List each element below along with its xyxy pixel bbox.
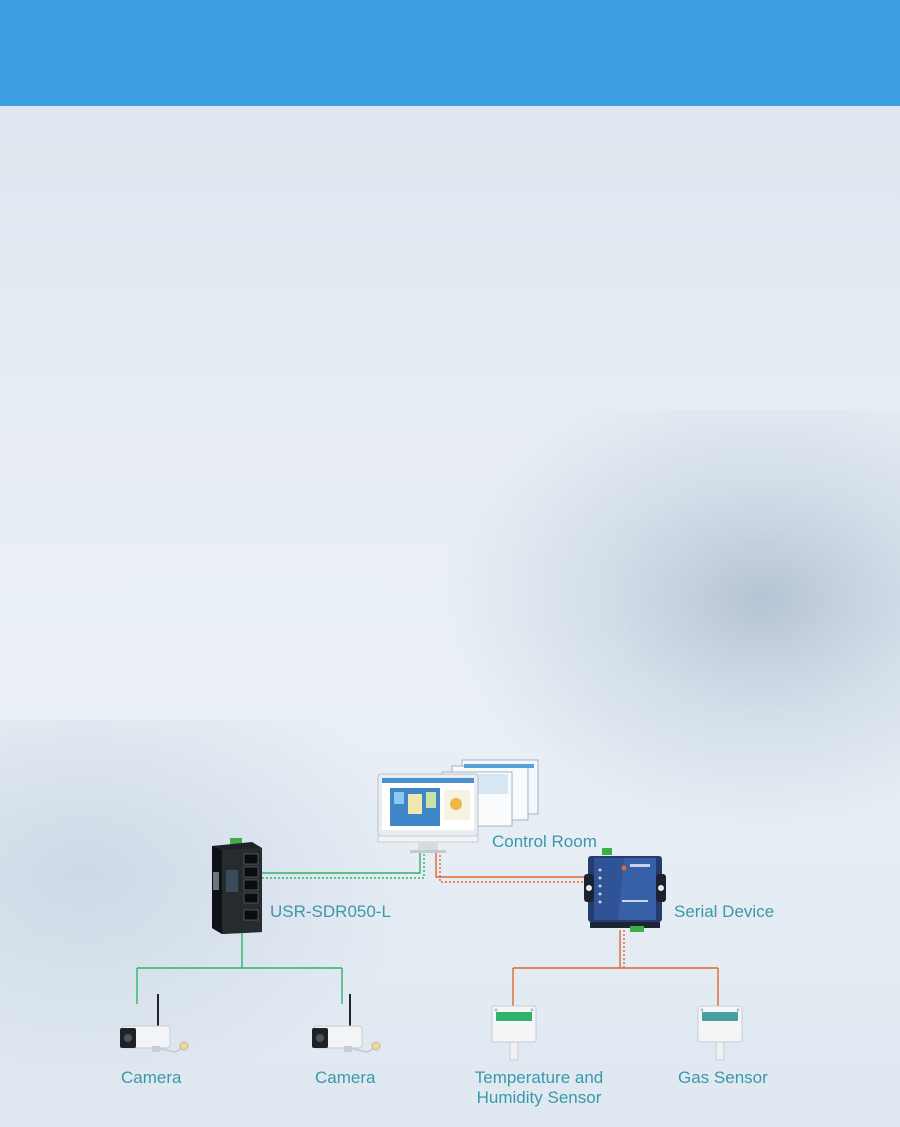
monitor-icon [377, 759, 539, 853]
serial-line-control-room [435, 851, 596, 878]
temp-sensor-label: Temperature and Humidity Sensor [464, 1068, 614, 1108]
camera-icon [120, 994, 189, 1053]
header-bar [0, 0, 900, 106]
gas-sensor-icon [697, 1005, 743, 1061]
camera1-label: Camera [121, 1068, 182, 1087]
serial-server-icon [584, 848, 666, 932]
temp-sensor-label-line2: Humidity Sensor [476, 1088, 602, 1107]
temp-sensor-label-line1: Temperature and [474, 1068, 604, 1087]
control-room-label: Control Room [492, 832, 597, 851]
switch-label: USR-SDR050-L [270, 902, 391, 921]
camera-icon [312, 994, 381, 1053]
ethernet-line-control-room [262, 851, 421, 874]
serial-device-label: Serial Device [674, 902, 775, 921]
camera2-label: Camera [315, 1068, 376, 1087]
ethernet-switch-icon [212, 838, 262, 934]
gas-sensor-label: Gas Sensor [678, 1068, 768, 1087]
temperature-sensor-icon [491, 1005, 537, 1061]
